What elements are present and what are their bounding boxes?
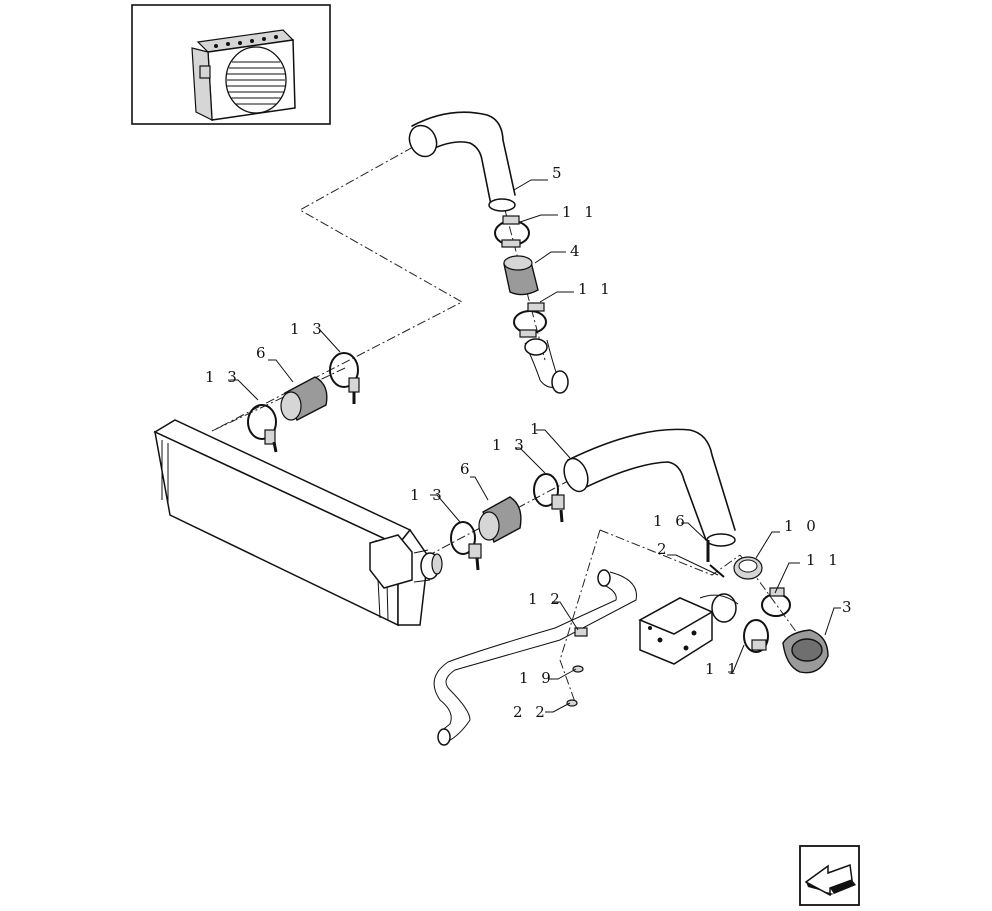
clamp-13-upper-left[interactable] (247, 404, 278, 453)
clamp-11-middle[interactable] (513, 302, 547, 338)
callout-11: 1 1 (578, 280, 614, 298)
callout-6: 6 (256, 344, 270, 362)
intercooler[interactable] (153, 419, 443, 627)
part-12-long-hose[interactable] (433, 569, 637, 746)
clamp-11-upper[interactable] (494, 215, 530, 248)
callout-12: 1 2 (528, 590, 564, 608)
part-5-upper-hose[interactable] (404, 111, 516, 212)
radiator-thumbnail-icon[interactable] (131, 4, 331, 125)
clamp-13-lower-left[interactable] (450, 521, 482, 571)
callout-11: 1 1 (806, 551, 842, 569)
part-10-cap[interactable] (733, 556, 763, 580)
bracket-housing[interactable] (638, 593, 739, 665)
callout-3: 3 (842, 598, 856, 616)
part-22-nut[interactable] (566, 699, 578, 707)
callout-13: 1 3 (492, 436, 528, 454)
part-6-sleeve-upper[interactable] (280, 376, 328, 421)
callout-13: 1 3 (290, 320, 326, 338)
callout-19: 1 9 (519, 669, 555, 687)
callout-13: 1 3 (205, 368, 241, 386)
part-3-elbow[interactable] (782, 629, 829, 674)
part-19-clip[interactable] (572, 665, 584, 673)
callout-1: 1 (530, 420, 544, 438)
callout-16: 1 6 (653, 512, 689, 530)
part-1-lower-hose[interactable] (560, 428, 736, 547)
clamp-11-right-upper[interactable] (761, 587, 791, 617)
previous-page-arrow-icon[interactable] (799, 845, 860, 906)
callout-22: 2 2 (513, 703, 549, 721)
callout-labels: 5 1 1 4 1 1 1 3 6 1 3 1 1 3 6 1 3 1 6 1 … (205, 164, 856, 721)
callout-4: 4 (570, 242, 584, 260)
part-2-pin[interactable] (709, 564, 725, 578)
callout-6: 6 (460, 460, 474, 478)
callout-11: 1 1 (705, 660, 741, 678)
elbow-hose-small[interactable] (524, 338, 569, 394)
callout-11: 1 1 (562, 203, 598, 221)
callout-13: 1 3 (410, 486, 446, 504)
clamp-13-upper-right[interactable] (329, 352, 360, 404)
callout-leaders (230, 179, 841, 713)
part-4-sleeve[interactable] (503, 255, 539, 296)
callout-5: 5 (552, 164, 566, 182)
callout-2: 2 (657, 540, 671, 558)
clamp-13-lower-right[interactable] (533, 473, 565, 523)
clamp-11-right-lower[interactable] (743, 619, 769, 653)
callout-10: 1 0 (784, 517, 820, 535)
part-6-sleeve-lower[interactable] (478, 496, 522, 543)
